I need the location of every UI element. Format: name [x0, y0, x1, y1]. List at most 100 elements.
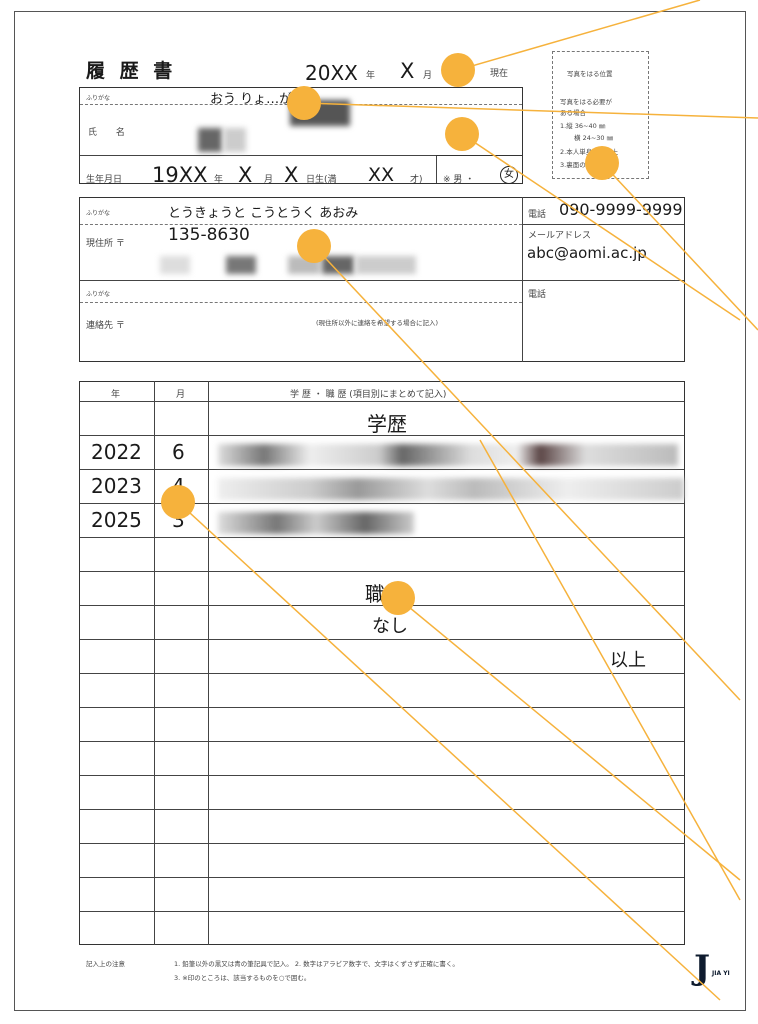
history-row-line — [80, 775, 684, 776]
contact-furigana-label: ふりがな — [86, 291, 111, 298]
history-row-line — [80, 673, 684, 674]
birth-month: X — [238, 163, 253, 187]
annotation-dot — [441, 53, 475, 87]
photo-box-line2: ある場合 — [560, 109, 586, 117]
history-col-content: 学 歴 ・ 職 歴 (項目別にまとめて記入) — [290, 390, 447, 400]
photo-box-line4: 横 24~30 ㎜ — [574, 134, 614, 142]
history-table — [79, 381, 685, 945]
address-section — [79, 197, 685, 362]
annotation-dot — [297, 229, 331, 263]
address-phone-divider — [522, 197, 523, 362]
photo-box-line1: 写真をはる必要が — [560, 98, 612, 106]
form-title: 履 歴 書 — [86, 60, 177, 82]
contact-note: (現住所以外に連絡を希望する場合に記入) — [316, 319, 439, 327]
annotation-dot — [445, 117, 479, 151]
email-value: abc@aomi.ac.jp — [527, 244, 647, 262]
history-end-mark: 以上 — [610, 650, 646, 671]
brand-logo-text: JIA YI — [712, 970, 730, 977]
birth-day: X — [284, 163, 299, 187]
contact-furigana-divider — [80, 302, 522, 303]
sex-cell — [436, 155, 523, 184]
date-year-unit: 年 — [366, 71, 376, 81]
history-col-divider-1 — [154, 381, 155, 945]
history-row-1-month: 6 — [172, 440, 185, 464]
redacted-address-4 — [322, 256, 354, 274]
annotation-line — [303, 102, 758, 119]
annotation-line — [601, 162, 758, 331]
history-row-line — [80, 435, 684, 436]
history-col-divider-2 — [208, 381, 209, 945]
annotation-line — [479, 439, 741, 901]
birth-year-unit: 年 — [214, 175, 224, 185]
date-month-unit: 月 — [423, 71, 433, 81]
annotation-dot — [585, 146, 619, 180]
address-furigana-value: とうきょうと こうとうく あおみ — [168, 206, 359, 221]
address-postal: 135-8630 — [168, 225, 250, 245]
birth-label: 生年月日 — [86, 175, 123, 185]
notes-line-1: 1. 鉛筆以外の黒又は青の筆記具で記入。 2. 数字はアラビア数字で、文字はくず… — [174, 960, 459, 968]
annotation-line — [177, 501, 721, 1001]
photo-box-title: 写真をはる位置 — [567, 70, 613, 78]
notes-line-2: 3. ※印のところは、該当するものを○で囲む。 — [174, 974, 311, 982]
birth-age-unit: 才) — [410, 175, 423, 185]
sex-label: ※ 男 ・ — [443, 175, 475, 185]
annotation-line — [461, 133, 741, 321]
birth-sex-divider — [436, 155, 437, 184]
redacted-name — [198, 128, 222, 152]
history-row-line — [80, 707, 684, 708]
notes-label: 記入上の注意 — [86, 960, 125, 968]
address-bottom-divider — [80, 280, 684, 281]
redacted-history-1 — [218, 444, 678, 466]
work-none: なし — [372, 616, 408, 637]
history-row-3-year: 2025 — [91, 508, 142, 532]
redacted-address-2 — [226, 256, 256, 274]
history-row-line — [80, 877, 684, 878]
name-bottom-divider — [80, 155, 522, 156]
redacted-address-1 — [160, 256, 190, 274]
history-row-line — [80, 503, 684, 504]
date-year: 20XX — [305, 61, 358, 85]
address-furigana-divider — [80, 224, 522, 225]
brand-logo-mark: J — [694, 948, 711, 988]
history-row-line — [80, 843, 684, 844]
contact-phone-label: 電話 — [528, 290, 547, 300]
birth-year: 19XX — [152, 163, 208, 187]
date-current-label: 現在 — [490, 69, 509, 79]
email-label: メールアドレス — [528, 231, 592, 241]
history-row-2-year: 2023 — [91, 474, 142, 498]
phone-label: 電話 — [528, 210, 547, 220]
phone-value: 090-9999-9999 — [559, 200, 683, 219]
annotation-dot — [161, 485, 195, 519]
annotation-line — [397, 597, 741, 881]
address-furigana-label: ふりがな — [86, 210, 111, 217]
history-row-line — [80, 639, 684, 640]
brand-logo: J JIA YI — [692, 950, 742, 996]
history-col-month: 月 — [176, 390, 186, 400]
birth-month-unit: 月 — [264, 175, 274, 185]
name-furigana-label: ふりがな — [86, 95, 111, 102]
date-month: X — [400, 59, 415, 83]
annotation-dot — [381, 581, 415, 615]
photo-box-line6: 3.裏面のりづけ — [560, 161, 606, 169]
contact-label: 連絡先 〒 — [86, 321, 125, 331]
education-heading: 学歴 — [367, 412, 407, 436]
name-label: 氏 名 — [88, 128, 133, 138]
annotation-line — [457, 0, 701, 71]
history-row-line — [80, 911, 684, 912]
redacted-name-2 — [224, 128, 246, 152]
history-row-line — [80, 741, 684, 742]
history-row-line — [80, 469, 684, 470]
annotation-dot — [287, 86, 321, 120]
annotation-line — [313, 245, 741, 701]
birth-day-unit: 日生(満 — [306, 175, 337, 185]
redacted-address-5 — [356, 256, 416, 274]
photo-box-line3: 1.縦 36~40 ㎜ — [560, 122, 606, 130]
history-row-line — [80, 809, 684, 810]
history-row-1-year: 2022 — [91, 440, 142, 464]
redacted-history-2 — [218, 478, 684, 500]
history-row-line — [80, 537, 684, 538]
sex-value-circled: 女 — [500, 166, 518, 184]
resume-sheet — [14, 11, 746, 1011]
name-furigana-value: おう りょ…がく — [210, 92, 306, 107]
